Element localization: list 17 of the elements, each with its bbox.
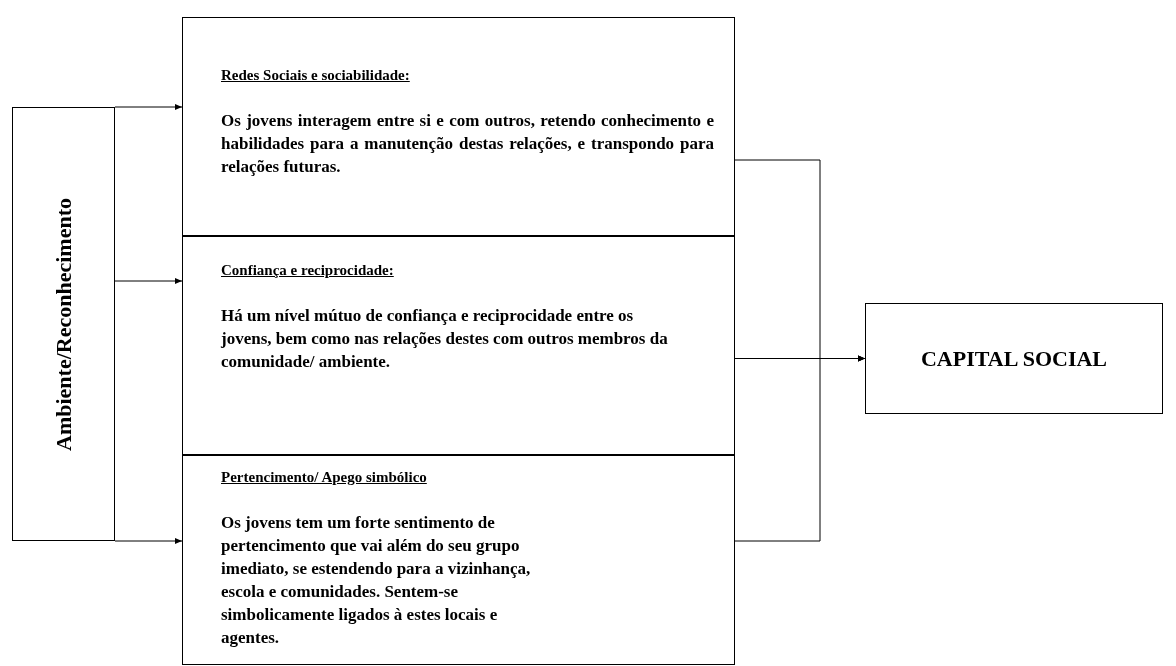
arrow — [114, 278, 183, 284]
label-box — [12, 107, 115, 541]
section-text: Os jovens tem um forte sentimento de pertencimento que vai além do seu grupo imediato, se estendendo para a vizinhança, escola e comunidades. Sentem-se simbolicamente ligados à estes locais e agentes. — [221, 511, 532, 649]
section-heading: Pertencimento/ Apego simbólico — [221, 468, 428, 487]
vertical-label: Ambiente/Reconhecimento — [50, 197, 77, 451]
section-box — [182, 17, 735, 236]
section-box — [182, 236, 735, 455]
section-text: Há um nível mútuo de confiança e reciprocidade entre os jovens, bem como nas relações destes com outros membros da comunidade/ ambiente. — [221, 304, 669, 373]
section-heading: Confiança e reciprocidade: — [221, 261, 395, 280]
arrow — [114, 538, 183, 544]
section-text: Os jovens interagem entre si e com outros, retendo conhecimento e habilidades para a manutenção destas relações, e transpondo para relações futuras. — [221, 109, 714, 178]
arrow — [114, 104, 183, 110]
result-box — [865, 303, 1163, 414]
result-title: CAPITAL SOCIAL — [921, 345, 1107, 373]
section-heading: Redes Sociais e sociabilidade: — [221, 66, 411, 85]
section-box — [182, 455, 735, 665]
arrow — [734, 355, 866, 542]
